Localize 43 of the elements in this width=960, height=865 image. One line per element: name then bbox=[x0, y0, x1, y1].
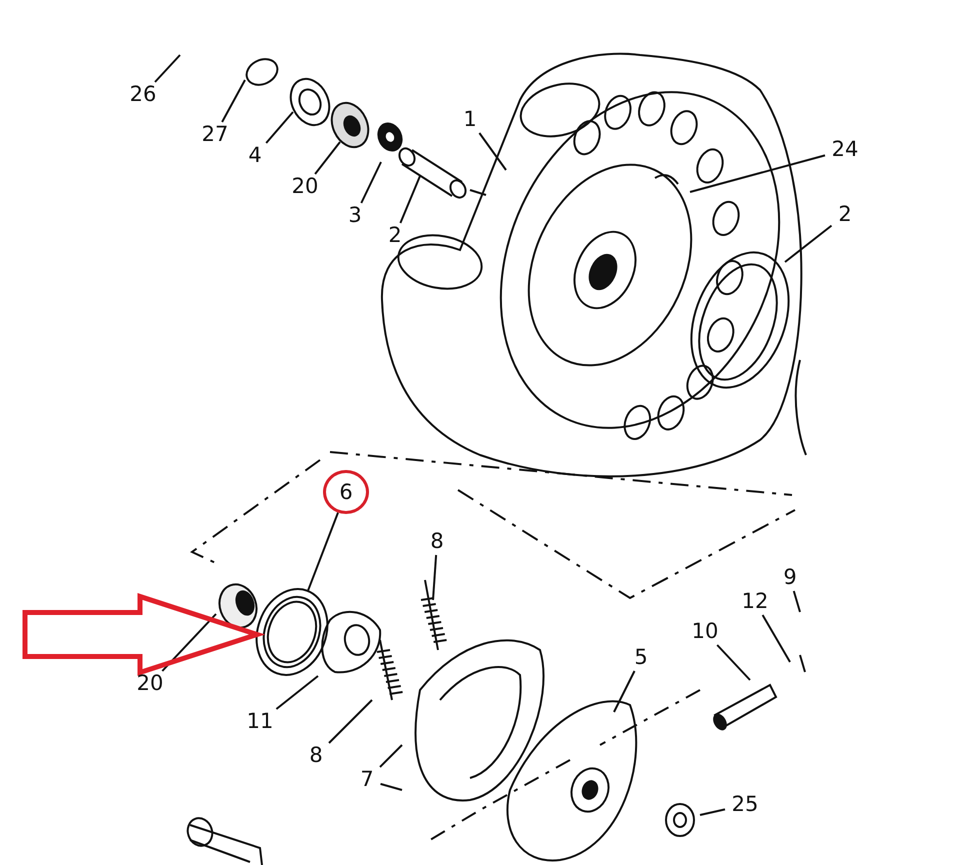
callout-number: 2 bbox=[382, 223, 408, 247]
callout-number: 20 bbox=[285, 174, 325, 198]
callout-number: 3 bbox=[342, 203, 368, 227]
callout-number: 8 bbox=[424, 529, 450, 553]
callout-number: 20 bbox=[130, 671, 170, 695]
callout-number: 4 bbox=[242, 143, 268, 167]
leader-line bbox=[314, 141, 341, 175]
leader-line bbox=[762, 614, 791, 662]
callout-number: 2 bbox=[832, 202, 858, 226]
callout-number: 11 bbox=[240, 709, 280, 733]
leader-line bbox=[432, 554, 438, 600]
callout-number: 10 bbox=[685, 619, 725, 643]
callout-number: 25 bbox=[725, 792, 765, 816]
callout-number: 9 bbox=[776, 565, 804, 589]
callout-number: 6 bbox=[323, 470, 369, 514]
callout-number: 7 bbox=[354, 767, 380, 791]
leader-line bbox=[399, 176, 421, 224]
leader-line bbox=[690, 154, 826, 193]
leader-line bbox=[360, 162, 382, 204]
callout-number: 5 bbox=[628, 645, 654, 669]
leader-line bbox=[328, 699, 373, 744]
callout-arrow bbox=[22, 593, 266, 676]
leader-line bbox=[792, 590, 801, 612]
leader-line bbox=[306, 512, 339, 592]
leader-line bbox=[162, 613, 217, 672]
leader-line bbox=[716, 644, 751, 681]
leader-line bbox=[154, 54, 181, 83]
callout-number: 12 bbox=[735, 589, 775, 613]
oil-seal-drawing bbox=[256, 588, 328, 676]
leader-line bbox=[613, 670, 636, 712]
leader-line bbox=[380, 782, 402, 791]
leader-line bbox=[784, 224, 832, 263]
callout-number: 1 bbox=[456, 107, 484, 131]
leader-line bbox=[700, 808, 726, 816]
callout-number: 8 bbox=[302, 743, 330, 767]
callout-number: 24 bbox=[825, 137, 865, 161]
leader-line bbox=[379, 744, 403, 768]
leader-line bbox=[265, 111, 294, 144]
callout-number: 27 bbox=[195, 122, 235, 146]
leader-line bbox=[276, 675, 319, 710]
callout-number: 26 bbox=[123, 82, 163, 106]
leader-line bbox=[478, 132, 507, 171]
leader-line bbox=[221, 80, 246, 122]
